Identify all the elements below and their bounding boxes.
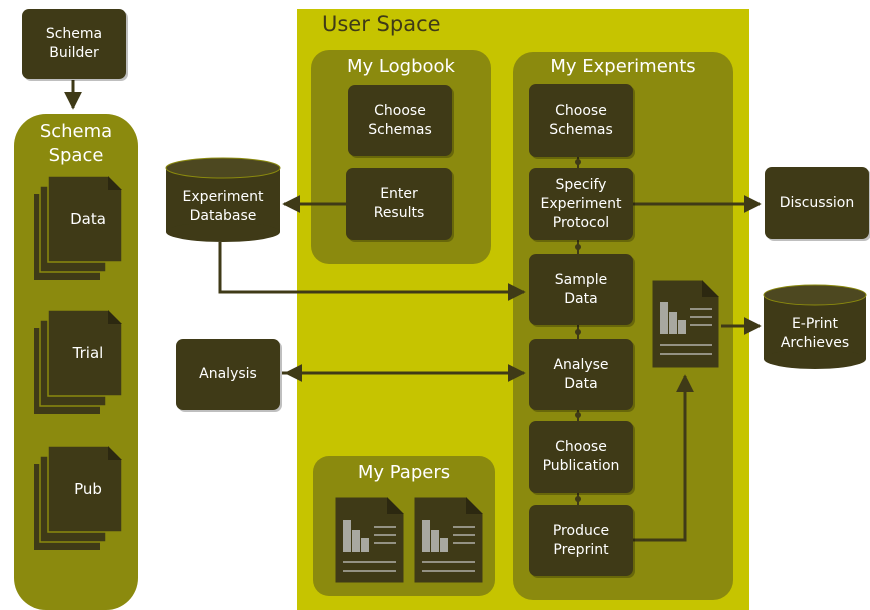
eprint-archives-label: E-Print Archieves <box>780 316 850 351</box>
experiment-choose-schemas-button[interactable]: Choose Schemas <box>529 84 633 157</box>
schema-space-title: Schema Space <box>39 121 113 166</box>
pub-schema-label: Pub <box>74 480 102 498</box>
choose-publication-button[interactable]: Choose Publication <box>529 421 633 493</box>
my-experiments-title: My Experiments <box>550 56 696 77</box>
my-papers-title: My Papers <box>357 462 451 483</box>
trial-schema-label: Trial <box>72 344 104 362</box>
flow-arrows <box>64 80 762 542</box>
sample-data-button[interactable]: Sample Data <box>529 254 633 325</box>
specify-protocol-button[interactable]: Specify Experiment Protocol <box>529 168 633 240</box>
experiment-database-cylinder[interactable] <box>165 157 281 242</box>
my-logbook-title: My Logbook <box>347 56 455 77</box>
schema-builder-button[interactable]: Schema Builder <box>22 9 126 79</box>
eprint-archives-cylinder[interactable] <box>763 284 867 369</box>
trial-schema-doc-icon[interactable] <box>34 309 123 414</box>
data-schema-label: Data <box>70 210 106 228</box>
discussion-button[interactable]: Discussion <box>765 167 869 239</box>
logbook-choose-schemas-button[interactable]: Choose Schemas <box>348 85 452 156</box>
analyse-data-button[interactable]: Analyse Data <box>529 339 633 410</box>
experiment-database-label: Experiment Database <box>182 189 264 224</box>
paper-document-icon[interactable] <box>413 496 484 584</box>
data-schema-doc-icon[interactable] <box>34 175 123 280</box>
user-space-title: User Space <box>322 12 441 36</box>
arrow-database-to-sample <box>218 242 526 301</box>
analysis-button[interactable]: Analysis <box>176 339 280 410</box>
arrow-produce-to-preprint <box>633 374 694 542</box>
preprint-document-icon[interactable] <box>651 279 720 369</box>
enter-results-button[interactable]: Enter Results <box>346 168 452 240</box>
pub-schema-doc-icon[interactable] <box>34 445 123 550</box>
paper-document-icon[interactable] <box>334 496 405 584</box>
produce-preprint-button[interactable]: Produce Preprint <box>529 505 633 576</box>
